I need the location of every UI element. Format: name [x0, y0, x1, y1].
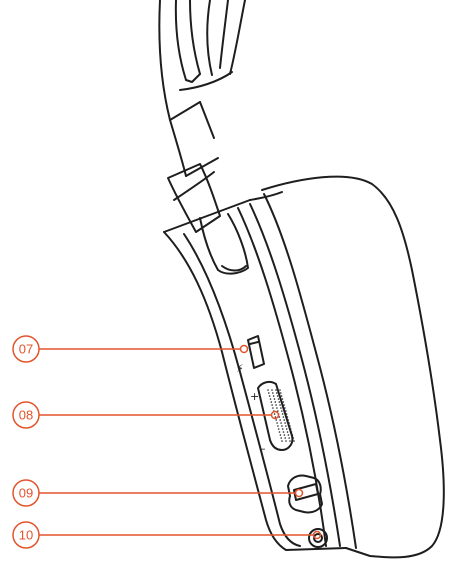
callout-endpoint — [270, 410, 280, 420]
texture-dot — [288, 422, 290, 424]
texture-dot — [287, 434, 290, 436]
texture-dot — [274, 416, 277, 418]
texture-dot — [268, 392, 270, 394]
volume-up-mark: + — [250, 390, 259, 403]
texture-dot — [277, 428, 280, 430]
callouts: 07 08 09 10 — [12, 335, 322, 549]
power-symbol: ⚡ — [236, 362, 244, 375]
callout-endpoint — [294, 488, 304, 498]
texture-dot — [288, 437, 291, 439]
texture-dot — [275, 404, 277, 406]
texture-dot — [282, 416, 285, 418]
texture-dot — [280, 392, 282, 394]
texture-dot — [285, 428, 288, 430]
texture-dot — [278, 401, 281, 403]
callout-07: 07 — [12, 335, 249, 363]
texture-dot — [280, 422, 282, 424]
texture-dot — [268, 395, 271, 397]
texture-dot — [279, 404, 281, 406]
texture-dot — [280, 395, 283, 397]
texture-dot — [281, 428, 284, 430]
callout-endpoint — [312, 530, 322, 540]
texture-dot — [269, 398, 272, 400]
texture-dot — [278, 416, 281, 418]
texture-dot — [280, 407, 282, 409]
callout-label: 08 — [19, 408, 33, 423]
texture-dot — [286, 431, 289, 433]
texture-dot — [291, 434, 294, 436]
texture-dot — [281, 398, 284, 400]
texture-dot — [275, 389, 277, 391]
texture-dot — [275, 419, 278, 421]
texture-dot — [290, 431, 293, 433]
texture-dot — [283, 434, 286, 436]
texture-dot — [274, 401, 277, 403]
volume-rocker — [257, 380, 294, 451]
callout-08: 08 — [12, 401, 280, 429]
texture-dot — [284, 407, 286, 409]
texture-dot — [279, 434, 282, 436]
texture-dot — [289, 428, 292, 430]
usb-port — [287, 474, 323, 514]
texture-dot — [279, 419, 282, 421]
texture-dot — [277, 425, 279, 427]
earcup-shell — [163, 175, 445, 559]
texture-dot — [282, 431, 285, 433]
texture-dot — [292, 437, 295, 439]
texture-dot — [272, 407, 274, 409]
texture-dot — [267, 389, 269, 391]
callout-10: 10 — [12, 521, 322, 549]
texture-dot — [285, 410, 287, 412]
callout-label: 09 — [19, 486, 33, 501]
texture-dot — [281, 440, 283, 442]
callout-endpoint — [239, 344, 249, 354]
texture-dot — [272, 395, 275, 397]
texture-dot — [285, 413, 288, 415]
texture-dot — [285, 425, 287, 427]
texture-dot — [276, 407, 278, 409]
texture-dot — [286, 416, 289, 418]
callout-label: 10 — [19, 528, 33, 543]
texture-dot — [281, 410, 283, 412]
texture-dot — [277, 410, 279, 412]
texture-dot — [276, 395, 279, 397]
headband — [158, 0, 246, 177]
texture-dot — [271, 389, 273, 391]
texture-dot — [278, 431, 281, 433]
texture-dot — [270, 401, 273, 403]
texture-dot — [273, 398, 276, 400]
texture-dot — [280, 437, 283, 439]
callout-label: 07 — [19, 342, 33, 357]
texture-dot — [289, 425, 291, 427]
texture-dot — [281, 413, 284, 415]
power-switch — [247, 335, 265, 369]
texture-dot — [284, 422, 286, 424]
texture-dot — [276, 392, 278, 394]
texture-dot — [283, 419, 286, 421]
texture-dot — [293, 440, 295, 442]
texture-dot — [279, 389, 281, 391]
texture-dot — [289, 440, 291, 442]
volume-down-mark: – — [260, 442, 266, 455]
texture-dot — [276, 422, 278, 424]
texture-dot — [281, 425, 283, 427]
texture-dot — [277, 398, 280, 400]
yoke-arm — [167, 163, 249, 275]
texture-dot — [284, 437, 287, 439]
callout-09: 09 — [12, 479, 304, 507]
texture-dot — [287, 419, 290, 421]
texture-dot — [271, 404, 273, 406]
texture-dot — [285, 440, 287, 442]
texture-dot — [283, 404, 285, 406]
texture-dot — [273, 413, 276, 415]
texture-dot — [272, 392, 274, 394]
texture-dot — [282, 401, 285, 403]
